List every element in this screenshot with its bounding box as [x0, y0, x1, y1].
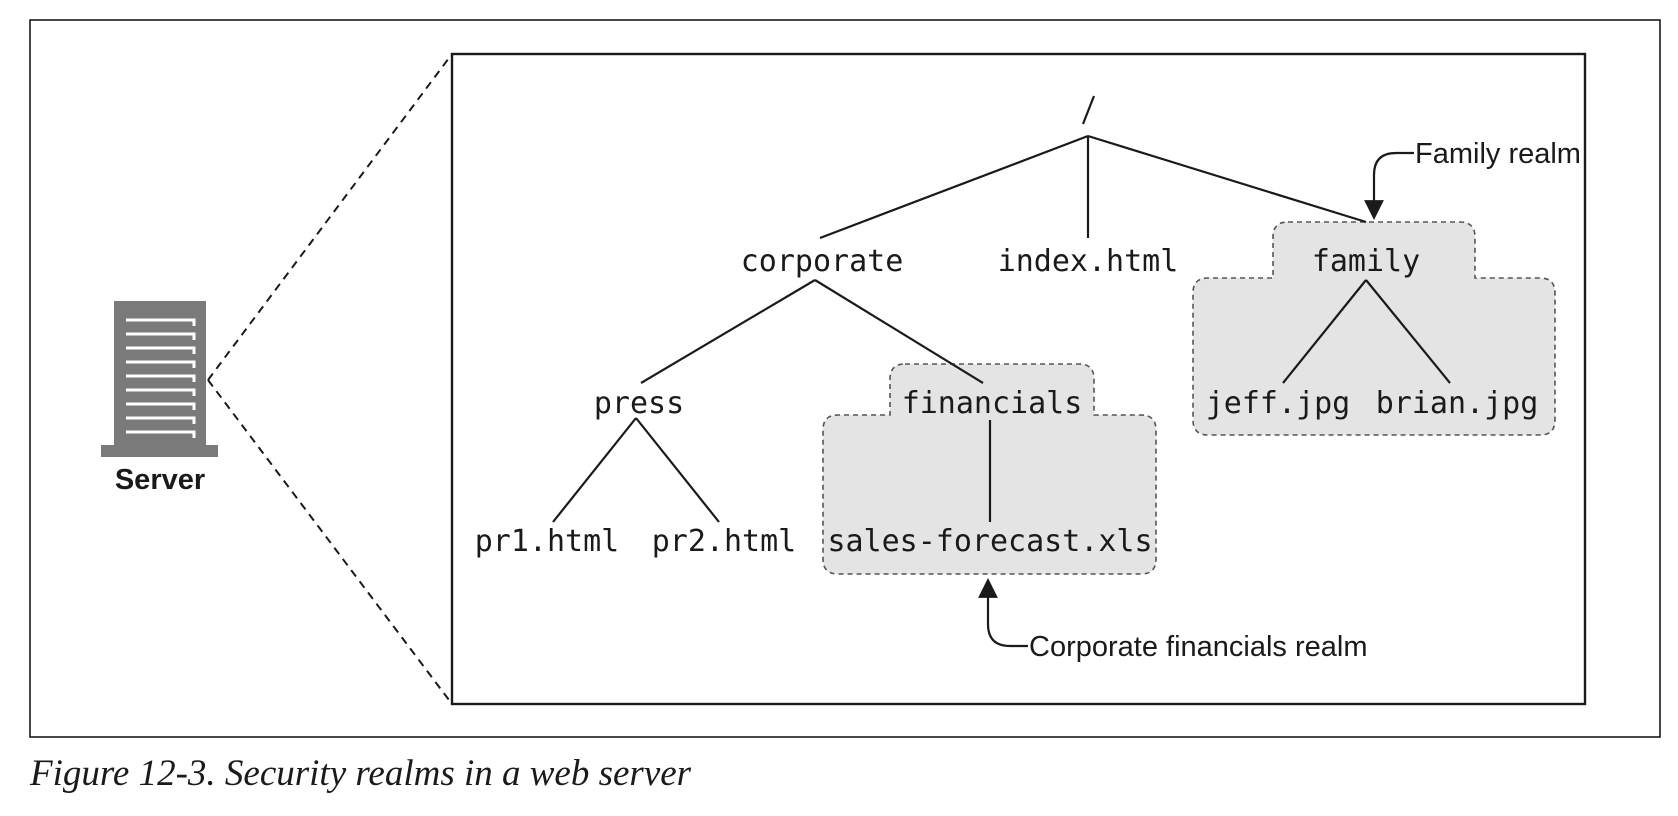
- server-label: Server: [115, 464, 205, 496]
- node-press: press: [594, 386, 684, 421]
- family-realm-arrow: [1364, 151, 1414, 220]
- node-financials: financials: [902, 386, 1083, 421]
- tree-edges: [552, 134, 1451, 523]
- zoom-line-top: [207, 53, 453, 381]
- node-corporate: corporate: [741, 244, 904, 279]
- node-family: family: [1312, 244, 1420, 279]
- server-icon: [101, 301, 218, 457]
- node-pr1-html: pr1.html: [475, 524, 620, 559]
- corporate-financials-realm-arrow: [978, 578, 1028, 648]
- node-sales-forecast-xls: sales-forecast.xls: [827, 524, 1152, 559]
- node-brian-jpg: brian.jpg: [1376, 386, 1539, 421]
- family-realm-label: Family realm: [1415, 138, 1581, 170]
- tree-frame: [450, 52, 1587, 706]
- zoom-line-bottom: [207, 379, 453, 705]
- figure-caption: Figure 12-3. Security realms in a web se…: [30, 753, 692, 794]
- node-index-html: index.html: [998, 244, 1179, 279]
- outer-frame: [29, 19, 1661, 738]
- node-pr2-html: pr2.html: [652, 524, 797, 559]
- node-jeff-jpg: jeff.jpg: [1206, 386, 1351, 421]
- root-node: [1081, 95, 1096, 125]
- corporate-financials-realm-label: Corporate financials realm: [1029, 631, 1367, 663]
